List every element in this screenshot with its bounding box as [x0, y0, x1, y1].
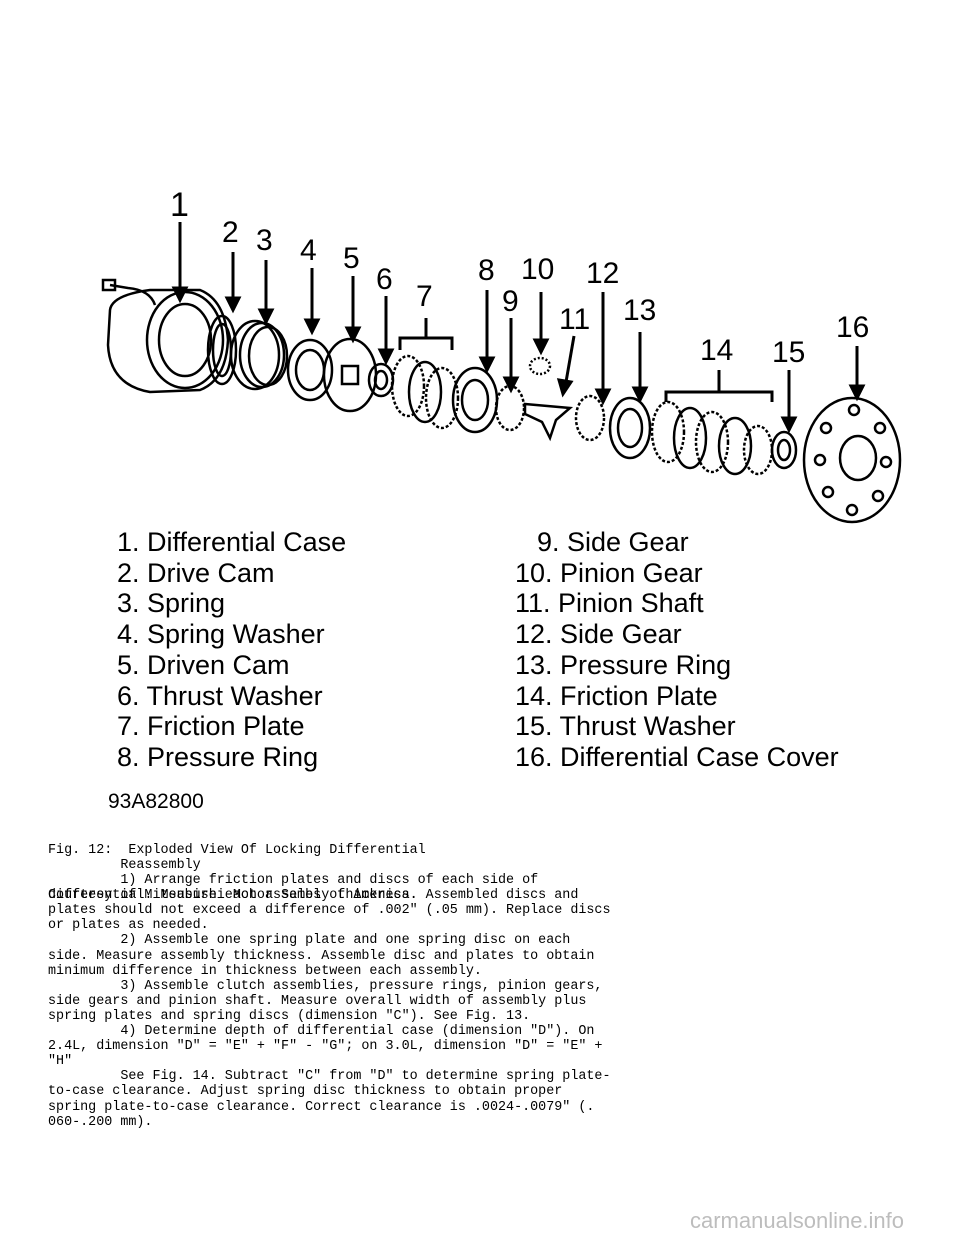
body-line: 060-.200 mm). [48, 1114, 153, 1130]
body-line: differential. Measure each assembly thic… [48, 888, 579, 904]
callout-11: 11 [559, 303, 591, 336]
body-line: to-case clearance. Adjust spring disc th… [48, 1084, 563, 1100]
callout-7: 7 [416, 280, 433, 313]
legend-item: 11. Pinion Shaft [515, 588, 704, 619]
body-line: 1) Arrange friction plates and discs of … [48, 873, 539, 889]
body-line: side. Measure assembly thickness. Assemb… [48, 948, 595, 964]
legend-item: 13. Pressure Ring [515, 649, 732, 680]
body-line: Reassembly [48, 858, 201, 873]
body-line: "H" [48, 1054, 73, 1070]
body-line: 2.4L, dimension "D" = "E" + "F" - "G"; o… [48, 1039, 603, 1055]
callout-10: 10 [521, 253, 555, 286]
legend-item: 16. Differential Case Cover [515, 741, 839, 772]
callout-13: 13 [623, 294, 657, 327]
callout-6: 6 [376, 263, 393, 296]
legend-right: 9. Side Gear 10. Pinion Gear 11. Pinion … [515, 527, 839, 773]
body-line: See Fig. 14. Subtract "C" from "D" to de… [48, 1069, 611, 1085]
callout-16: 16 [836, 311, 870, 344]
legend-item: 8. Pressure Ring [117, 741, 319, 772]
watermark: carmanualsonline.info [690, 1208, 905, 1233]
callout-3: 3 [256, 224, 273, 257]
legend-left: 1. Differential Case 2. Drive Cam 3. Spr… [117, 527, 346, 773]
legend-item: 15. Thrust Washer [515, 711, 736, 742]
reassembly-text: Reassembly 1) Arrange friction plates an… [48, 858, 611, 1130]
legend-item: 4. Spring Washer [117, 619, 325, 650]
caption-line: Courtesy of Mitsubishi Motor Sales of Am… [48, 888, 418, 904]
callout-14: 14 [700, 334, 734, 367]
legend-item: 3. Spring [117, 588, 226, 619]
legend-item: 12. Side Gear [515, 619, 682, 650]
legend-item: 14. Friction Plate [515, 680, 718, 711]
caption-line: Fig. 12: Exploded View Of Locking Differ… [48, 843, 426, 859]
legend-item: 6. Thrust Washer [117, 680, 323, 711]
callout-1: 1 [170, 186, 189, 224]
legend-item: 5. Driven Cam [117, 649, 290, 680]
callout-8: 8 [478, 254, 495, 287]
body-line: minimum difference in thickness between … [48, 963, 482, 979]
legend-item: 1. Differential Case [117, 527, 347, 557]
body-line: spring plate-to-case clearance. Correct … [48, 1099, 595, 1115]
body-line: 3) Assemble clutch assemblies, pressure … [48, 978, 603, 994]
callout-4: 4 [300, 234, 317, 267]
callout-12: 12 [586, 257, 620, 290]
body-line: spring plates and spring discs (dimensio… [48, 1008, 531, 1024]
figure-caption: Fig. 12: Exploded View Of Locking Differ… [48, 813, 426, 919]
legend-item: 7. Friction Plate [117, 711, 305, 742]
callout-15: 15 [772, 336, 806, 369]
callout-2: 2 [222, 216, 239, 249]
body-line: or plates as needed. [48, 918, 209, 934]
exploded-view-diagram [101, 222, 902, 524]
body-line: 4) Determine depth of differential case … [48, 1024, 595, 1040]
body-line: 2) Assemble one spring plate and one spr… [48, 933, 571, 949]
legend-item: 2. Drive Cam [117, 557, 275, 588]
legend-item: 10. Pinion Gear [515, 557, 703, 588]
figure-id: 93A82800 [108, 790, 204, 813]
body-line: side gears and pinion shaft. Measure ove… [48, 993, 587, 1009]
callout-5: 5 [343, 242, 360, 275]
body-line: plates should not exceed a difference of… [48, 903, 611, 919]
callout-9: 9 [502, 285, 519, 318]
legend-item: 9. Side Gear [537, 527, 689, 557]
